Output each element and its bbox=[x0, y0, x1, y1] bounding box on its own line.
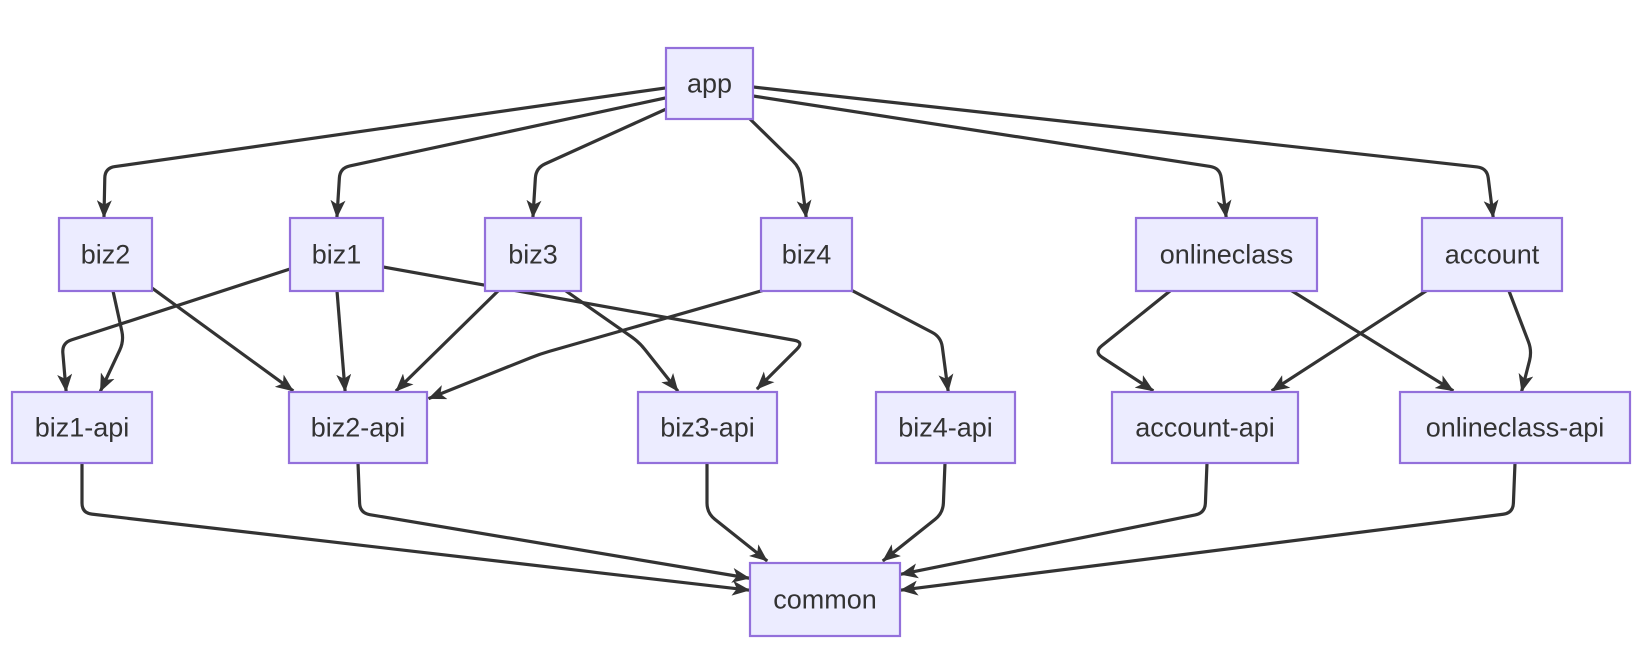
node-biz1: biz1 bbox=[288, 216, 385, 293]
edge-account-to-onlineclass-api bbox=[1506, 288, 1534, 393]
node-box-biz3 bbox=[483, 216, 583, 293]
node-biz2: biz2 bbox=[57, 216, 154, 293]
node-label-biz1-api: biz1-api bbox=[35, 413, 130, 443]
node-biz2-api: biz2-api bbox=[287, 390, 429, 465]
edge-app-to-biz4 bbox=[747, 116, 812, 219]
edge-biz1-to-biz2-api bbox=[335, 289, 352, 393]
node-biz3: biz3 bbox=[483, 216, 583, 293]
edge-app-to-onlineclass bbox=[751, 94, 1232, 219]
node-label-biz4-api: biz4-api bbox=[898, 413, 993, 443]
node-biz1-api: biz1-api bbox=[10, 390, 154, 465]
node-box-biz3-api bbox=[636, 390, 779, 465]
edge-biz2-to-biz1-api bbox=[98, 289, 125, 393]
edge-app-to-biz2 bbox=[96, 86, 667, 219]
node-box-common bbox=[748, 561, 902, 638]
node-biz4: biz4 bbox=[759, 216, 854, 293]
edge-biz4-to-biz2-api bbox=[427, 289, 763, 401]
edge-onlineclass-to-account-api bbox=[1096, 288, 1173, 393]
node-box-onlineclass bbox=[1134, 216, 1319, 293]
node-label-onlineclass: onlineclass bbox=[1160, 240, 1294, 270]
edge-app-to-biz1 bbox=[330, 96, 667, 219]
node-onlineclass: onlineclass bbox=[1134, 216, 1319, 293]
node-label-onlineclass-api: onlineclass-api bbox=[1426, 413, 1605, 443]
node-label-biz3-api: biz3-api bbox=[660, 413, 755, 443]
node-box-account-api bbox=[1110, 390, 1300, 465]
node-label-biz1: biz1 bbox=[312, 240, 362, 270]
node-box-biz2 bbox=[57, 216, 154, 293]
edge-biz4-to-biz4-api bbox=[848, 287, 954, 393]
edge-biz2-to-biz2-api bbox=[149, 285, 295, 393]
node-label-biz4: biz4 bbox=[782, 240, 832, 270]
edge-biz3-to-biz3-api bbox=[563, 288, 680, 393]
node-biz4-api: biz4-api bbox=[874, 390, 1017, 465]
edge-account-to-account-api bbox=[1270, 288, 1429, 393]
nodes-layer: app biz2 biz1 biz3 biz4 onlineclass account biz… bbox=[10, 46, 1632, 638]
node-label-biz3: biz3 bbox=[508, 240, 558, 270]
node-label-account: account bbox=[1445, 240, 1540, 270]
edge-app-to-account bbox=[751, 85, 1499, 219]
edge-onlineclass-api-to-common bbox=[899, 461, 1517, 596]
node-biz3-api: biz3-api bbox=[636, 390, 779, 465]
node-account: account bbox=[1420, 216, 1564, 293]
node-box-biz1-api bbox=[10, 390, 154, 465]
node-label-biz2-api: biz2-api bbox=[311, 413, 406, 443]
node-box-biz2-api bbox=[287, 390, 429, 465]
node-label-biz2: biz2 bbox=[81, 240, 131, 270]
node-box-biz4 bbox=[759, 216, 854, 293]
edges-layer bbox=[57, 85, 1534, 596]
node-onlineclass-api: onlineclass-api bbox=[1398, 390, 1632, 465]
node-box-onlineclass-api bbox=[1398, 390, 1632, 465]
edge-biz3-api-to-common bbox=[705, 461, 769, 563]
node-box-account bbox=[1420, 216, 1564, 293]
node-app: app bbox=[664, 46, 755, 121]
node-label-common: common bbox=[773, 585, 877, 615]
node-label-account-api: account-api bbox=[1135, 413, 1275, 443]
node-box-app bbox=[664, 46, 755, 121]
node-common: common bbox=[748, 561, 902, 638]
edge-biz4-api-to-common bbox=[881, 461, 947, 563]
edge-app-to-biz3 bbox=[526, 107, 667, 219]
edge-biz1-to-biz3-api bbox=[381, 265, 802, 391]
edge-account-api-to-common bbox=[899, 461, 1209, 579]
node-account-api: account-api bbox=[1110, 390, 1300, 465]
edge-biz3-to-biz2-api bbox=[394, 288, 501, 393]
edge-onlineclass-to-onlineclass-api bbox=[1289, 288, 1455, 393]
edge-biz1-api-to-common bbox=[80, 461, 751, 596]
node-box-biz1 bbox=[288, 216, 385, 293]
edge-biz1-to-biz1-api bbox=[57, 266, 293, 393]
node-label-app: app bbox=[687, 69, 732, 99]
edge-biz2-api-to-common bbox=[356, 461, 751, 583]
node-box-biz4-api bbox=[874, 390, 1017, 465]
